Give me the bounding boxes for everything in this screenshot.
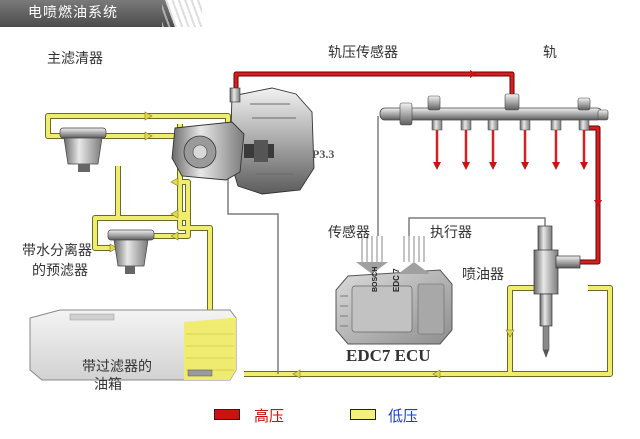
legend-high-pressure-swatch xyxy=(214,409,240,420)
water-separator-prefilter xyxy=(107,229,155,274)
flow-arrows-low xyxy=(109,111,515,379)
ecu-model-text: EDC 7 xyxy=(392,268,401,292)
legend-low-pressure-swatch xyxy=(350,409,376,420)
actuator-signal-arrows xyxy=(398,236,430,274)
title-tab: 电喷燃油系统 xyxy=(0,0,175,27)
label-tank-line2: 油箱 xyxy=(94,377,122,393)
label-water-separator-line2: 的预滤器 xyxy=(32,263,88,279)
legend-high-pressure-label: 高压 xyxy=(254,407,285,425)
legend-low-pressure-label: 低压 xyxy=(388,407,419,425)
label-water-separator-line1: 带水分离器 xyxy=(22,243,92,259)
label-tank-line1: 带过滤器的 xyxy=(82,359,152,375)
common-rail xyxy=(379,93,609,126)
label-main-filter: 主滤清器 xyxy=(47,51,103,67)
ecu-brand-text: BOSCH xyxy=(372,267,379,292)
label-injector: 喷油器 xyxy=(462,267,504,283)
label-rail-pressure-sensor: 轨压传感器 xyxy=(328,45,398,61)
sensor-signal-arrows xyxy=(356,236,388,274)
ecu-model: EDC 7 xyxy=(392,268,401,292)
label-rail: 轨 xyxy=(543,45,557,61)
label-ecu: EDC7 ECU xyxy=(346,346,431,365)
sensor-wires xyxy=(227,116,546,374)
label-sensor: 传感器 xyxy=(328,225,370,241)
main-filter xyxy=(59,127,107,172)
injector xyxy=(533,225,581,358)
label-actuator: 执行器 xyxy=(430,225,472,241)
rail-outlets xyxy=(431,119,590,170)
high-pressure-lines xyxy=(233,71,601,265)
fuel-tank xyxy=(29,309,237,381)
ecu-unit xyxy=(335,269,453,345)
high-pressure-pump xyxy=(171,87,315,195)
ecu-brand: BOSCH xyxy=(372,266,379,292)
title-stripes-decoration xyxy=(162,0,202,27)
page-title: 电喷燃油系统 xyxy=(28,5,118,21)
label-pump-model: P3.3 xyxy=(312,147,335,161)
flow-arrows-high xyxy=(470,70,602,207)
